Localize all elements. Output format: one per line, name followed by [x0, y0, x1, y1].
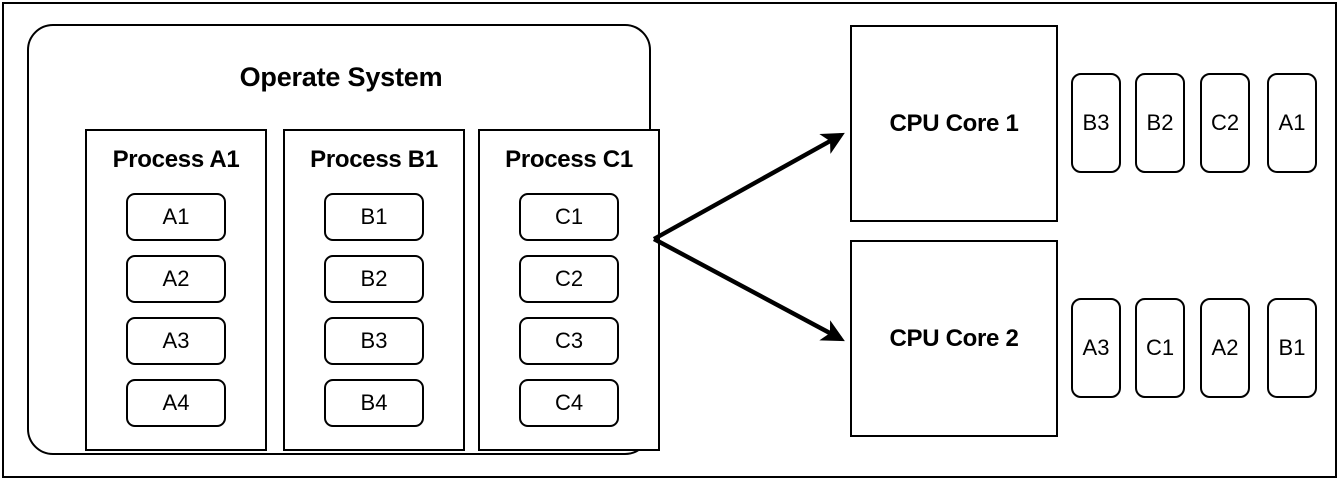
process-box-b1: Process B1 B1 B2 B3 B4	[283, 129, 465, 451]
cpu-core-1-box: CPU Core 1	[850, 25, 1058, 222]
queue-chip: B1	[1267, 298, 1317, 398]
queue-chip: A2	[1200, 298, 1250, 398]
queue-chip: A3	[1071, 298, 1121, 398]
cpu-core-1-queue: B3 B2 C2 A1	[1071, 73, 1321, 173]
cpu-core-2-box: CPU Core 2	[850, 240, 1058, 437]
queue-chip: B2	[1135, 73, 1185, 173]
cpu-core-1-label: CPU Core 1	[889, 109, 1019, 137]
process-title-a1: Process A1	[112, 146, 240, 173]
thread-box-a4: A4	[126, 379, 226, 427]
process-box-a1: Process A1 A1 A2 A3 A4	[85, 129, 267, 451]
thread-box-b1: B1	[324, 193, 424, 241]
thread-box-c1: C1	[519, 193, 619, 241]
process-title-b1: Process B1	[310, 146, 438, 173]
thread-box-a1: A1	[126, 193, 226, 241]
thread-box-c3: C3	[519, 317, 619, 365]
thread-box-c2: C2	[519, 255, 619, 303]
queue-chip: A1	[1267, 73, 1317, 173]
thread-box-b4: B4	[324, 379, 424, 427]
thread-box-a3: A3	[126, 317, 226, 365]
process-box-c1: Process C1 C1 C2 C3 C4	[478, 129, 660, 451]
operate-system-container: Operate System Process A1 A1 A2 A3 A4 Pr…	[27, 24, 660, 455]
thread-box-b2: B2	[324, 255, 424, 303]
thread-box-a2: A2	[126, 255, 226, 303]
queue-chip: B3	[1071, 73, 1121, 173]
thread-box-b3: B3	[324, 317, 424, 365]
cpu-core-2-queue: A3 C1 A2 B1	[1071, 298, 1321, 398]
queue-chip: C1	[1135, 298, 1185, 398]
thread-box-c4: C4	[519, 379, 619, 427]
operate-system-title: Operate System	[239, 62, 443, 92]
cpu-core-2-label: CPU Core 2	[889, 324, 1019, 352]
process-title-c1: Process C1	[505, 146, 633, 173]
queue-chip: C2	[1200, 73, 1250, 173]
